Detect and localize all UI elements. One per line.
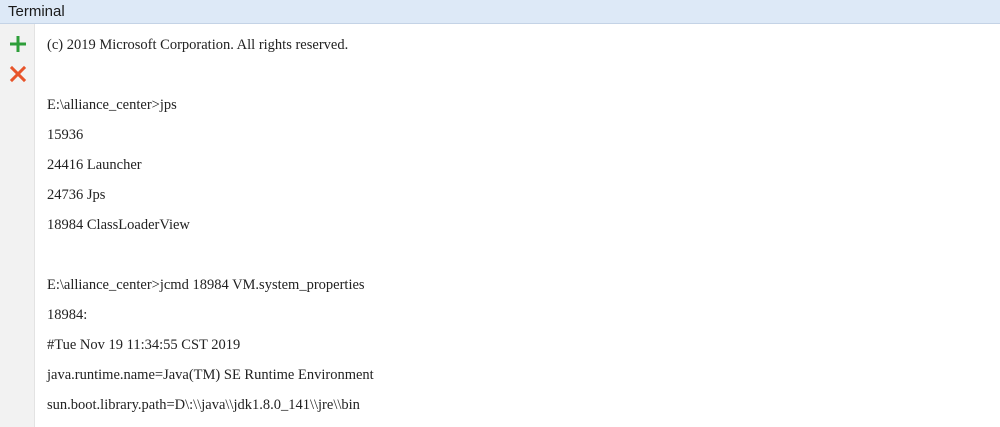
new-session-button[interactable] — [8, 34, 28, 54]
terminal-line: 15936 — [47, 127, 84, 143]
title-bar: Terminal — [0, 0, 1000, 24]
terminal-line: sun.boot.library.path=D\:\\java\\jdk1.8.… — [47, 397, 360, 413]
terminal-line: java.runtime.name=Java(TM) SE Runtime En… — [47, 367, 374, 383]
terminal-line: 24416 Launcher — [47, 157, 142, 173]
terminal-line: (c) 2019 Microsoft Corporation. All righ… — [47, 37, 349, 53]
terminal-line: E:\alliance_center>jcmd 18984 VM.system_… — [47, 277, 365, 293]
close-icon — [9, 65, 27, 83]
terminal-line: 18984: — [47, 307, 88, 323]
terminal-toolbar — [0, 24, 35, 427]
terminal-line: 24736 Jps — [47, 187, 106, 203]
window-title: Terminal — [8, 3, 65, 20]
close-session-button[interactable] — [8, 64, 28, 84]
terminal-line: 18984 ClassLoaderView — [47, 217, 190, 233]
terminal-line: E:\alliance_center>jps — [47, 97, 177, 113]
plus-icon — [10, 36, 26, 52]
terminal-output[interactable]: (c) 2019 Microsoft Corporation. All righ… — [35, 24, 1000, 427]
terminal-line: #Tue Nov 19 11:34:55 CST 2019 — [47, 337, 241, 353]
